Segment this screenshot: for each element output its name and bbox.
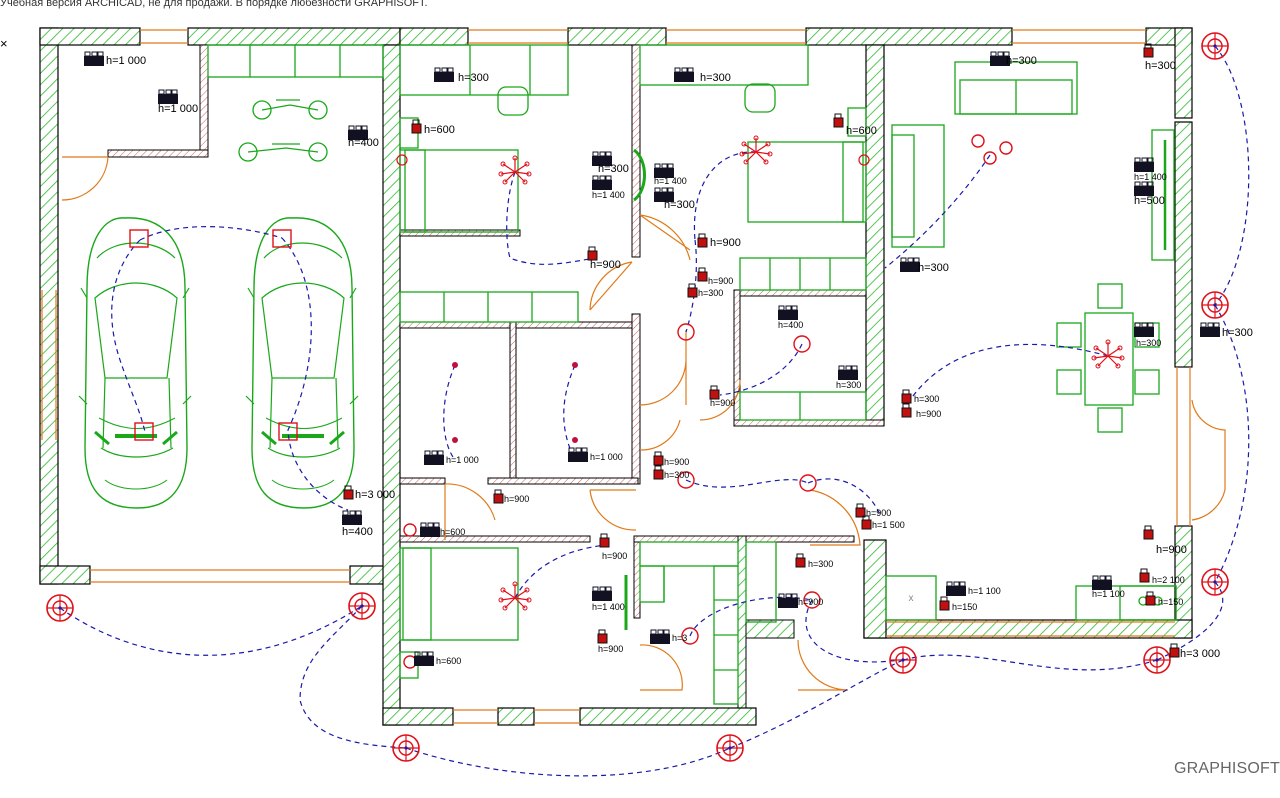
- svg-text:x: x: [909, 593, 914, 604]
- height-label: h=1 400: [654, 176, 687, 186]
- height-label: h=150: [952, 602, 977, 612]
- height-label: h=400: [342, 526, 373, 538]
- height-label: h=300: [458, 72, 489, 84]
- windows: [41, 29, 1191, 724]
- height-label: h=300: [1006, 55, 1037, 67]
- furniture: x: [77, 44, 1177, 705]
- height-label: h=900: [710, 237, 741, 249]
- height-label: h=500: [1134, 195, 1165, 207]
- height-label: h=3 000: [1180, 648, 1220, 660]
- walls: [39, 27, 1193, 726]
- height-label: h=900: [710, 398, 735, 408]
- height-label: h=900: [598, 644, 623, 654]
- height-label: h=300: [1222, 327, 1253, 339]
- height-label: h=900: [866, 508, 891, 518]
- height-label: h=400: [348, 137, 379, 149]
- height-label: h=2 100: [1152, 575, 1185, 585]
- height-labels: h=1 000 h=1 000 h=400 h=300 h=600 h=300 …: [106, 55, 1253, 666]
- wiring: [59, 45, 1250, 777]
- height-label: h=900: [916, 409, 941, 419]
- height-label: h=300: [836, 380, 861, 390]
- height-label: h=900: [708, 276, 733, 286]
- height-label: h=300: [598, 163, 629, 175]
- height-label: h=300: [664, 470, 689, 480]
- height-label: h=1 100: [968, 586, 1001, 596]
- height-label: h=1 100: [1092, 589, 1125, 599]
- height-label: h=1 000: [106, 55, 146, 67]
- height-label: h=1 400: [1134, 172, 1167, 182]
- doors: [61, 156, 1226, 691]
- height-label: h=400: [778, 320, 803, 330]
- height-label: h=3: [672, 633, 687, 643]
- lamps: [46, 32, 1229, 762]
- height-label: h=300: [1136, 338, 1161, 348]
- height-label: h=900: [798, 597, 823, 607]
- height-label: h=900: [590, 259, 621, 271]
- height-label: h=900: [664, 457, 689, 467]
- height-label: h=150: [1158, 597, 1183, 607]
- graphisoft-logo: GRAPHISOFT: [1173, 760, 1280, 777]
- height-label: h=900: [504, 494, 529, 504]
- height-label: h=900: [602, 551, 627, 561]
- height-label: h=1 500: [872, 520, 905, 530]
- cursor-x-icon: ×: [0, 36, 8, 51]
- height-label: h=600: [436, 656, 461, 666]
- height-label: h=600: [846, 125, 877, 137]
- height-label: h=300: [664, 199, 695, 211]
- height-label: h=1 000: [590, 452, 623, 462]
- height-label: h=900: [1156, 544, 1187, 556]
- socket-icons: [83, 43, 1221, 667]
- height-label: h=1 000: [158, 103, 198, 115]
- height-label: h=300: [914, 394, 939, 404]
- height-label: h=300: [1145, 60, 1176, 72]
- height-label: h=600: [424, 124, 455, 136]
- height-label: h=300: [808, 559, 833, 569]
- height-label: h=1 000: [446, 455, 479, 465]
- height-label: h=600: [440, 527, 465, 537]
- height-label: h=1 400: [592, 602, 625, 612]
- height-label: h=300: [918, 262, 949, 274]
- height-label: h=3 000: [355, 489, 395, 501]
- height-label: h=300: [700, 72, 731, 84]
- height-label: h=1 400: [592, 190, 625, 200]
- height-label: h=300: [698, 288, 723, 298]
- watermark-text: Учебная версия ARCHICAD, не для продажи.…: [0, 0, 428, 9]
